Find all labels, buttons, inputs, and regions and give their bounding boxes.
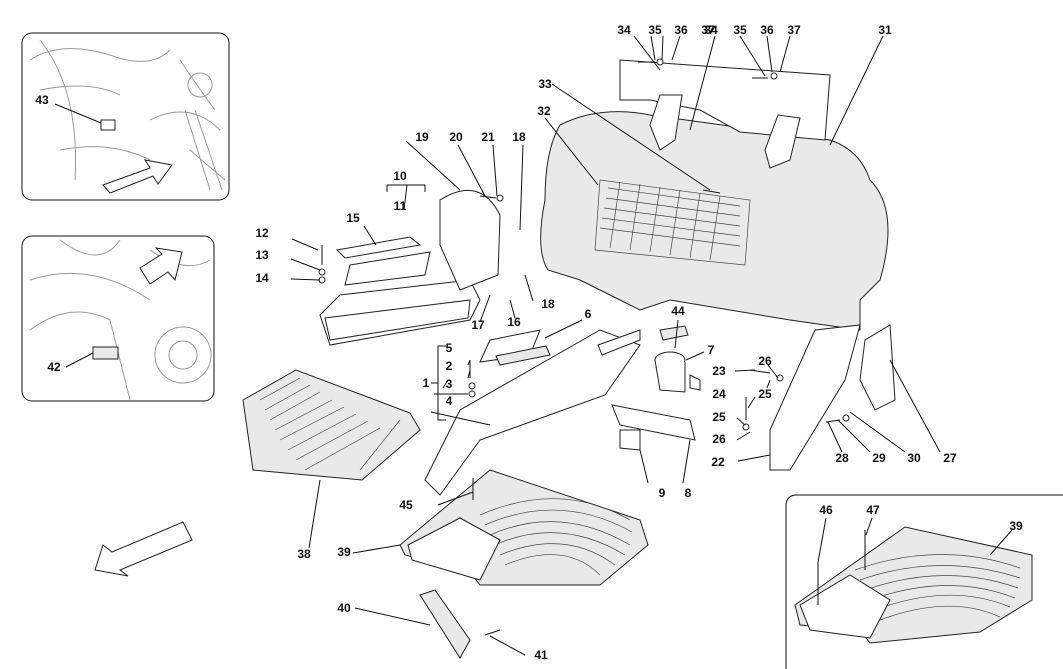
callout-39-inset: 39 (1009, 519, 1023, 533)
callout-25-right: 25 (758, 387, 772, 401)
callout-33: 33 (538, 77, 552, 91)
callout-18-top: 18 (512, 130, 526, 144)
callout-43: 43 (35, 93, 49, 107)
arrow-icon (139, 247, 183, 285)
callout-12: 12 (255, 226, 269, 240)
callout-34-right: 34 (704, 23, 718, 37)
badge-43 (100, 119, 116, 131)
tunnel-console (424, 329, 641, 496)
callout-5: 5 (446, 341, 453, 355)
callout-27: 27 (943, 451, 957, 465)
callout-14: 14 (255, 271, 269, 285)
callout-36-left: 36 (674, 23, 688, 37)
callout-16: 16 (507, 315, 521, 329)
callout-37-left: 37 (701, 23, 715, 37)
inset-bottom-right (785, 494, 1063, 669)
callout-4: 4 (446, 394, 453, 408)
inset-top-left (21, 32, 230, 201)
kick-panel-parts (611, 324, 896, 471)
callout-35-left: 35 (648, 23, 662, 37)
callout-18-bottom: 18 (541, 297, 555, 311)
callout-15: 15 (346, 211, 360, 225)
callout-32: 32 (537, 104, 551, 118)
callout-8: 8 (685, 486, 692, 500)
heel-pad (419, 589, 471, 659)
arrow-icon (94, 521, 193, 577)
callout-31: 31 (878, 23, 892, 37)
leader-lines (54, 35, 1013, 656)
callout-30: 30 (907, 451, 921, 465)
badge-42 (92, 346, 119, 360)
fuel-cap-unit (654, 325, 701, 393)
callout-1: 1 (423, 376, 430, 390)
callout-28: 28 (835, 451, 849, 465)
rear-wall-panel (540, 59, 889, 331)
callout-38: 38 (297, 547, 311, 561)
callout-2: 2 (446, 359, 453, 373)
callout-45: 45 (399, 498, 413, 512)
callout-3: 3 (446, 377, 453, 391)
callout-23: 23 (712, 364, 726, 378)
callout-17: 17 (471, 318, 485, 332)
callout-46: 46 (819, 503, 833, 517)
callout-41: 41 (534, 648, 548, 662)
callout-numbers: 1 2 3 4 5 6 7 8 9 10 11 12 13 14 15 16 1… (35, 23, 1023, 662)
callout-40: 40 (337, 601, 351, 615)
callout-37-right: 37 (787, 23, 801, 37)
callout-35-right: 35 (733, 23, 747, 37)
callout-29: 29 (872, 451, 886, 465)
direction-arrow (94, 521, 193, 577)
floor-mat-center (399, 469, 649, 586)
side-storage-tray (319, 189, 501, 346)
callout-20: 20 (449, 130, 463, 144)
callout-26-bottom: 26 (712, 432, 726, 446)
inset-mid-left (21, 235, 215, 402)
callout-26-top: 26 (758, 354, 772, 368)
callout-25-left: 25 (712, 410, 726, 424)
callout-9: 9 (659, 486, 666, 500)
callout-7: 7 (708, 343, 715, 357)
callout-36-right: 36 (760, 23, 774, 37)
callout-19: 19 (415, 130, 429, 144)
callout-13: 13 (255, 248, 269, 262)
callout-21: 21 (481, 130, 495, 144)
callout-42: 42 (47, 360, 61, 374)
callout-6: 6 (585, 307, 592, 321)
callout-44: 44 (671, 304, 685, 318)
callout-34-left: 34 (617, 23, 631, 37)
callout-24: 24 (712, 387, 726, 401)
callout-22: 22 (711, 455, 725, 469)
callout-39: 39 (337, 545, 351, 559)
floor-mat-left (242, 369, 421, 481)
callout-11: 11 (394, 199, 407, 213)
callout-47: 47 (866, 503, 880, 517)
callout-10: 10 (393, 169, 407, 183)
arrow-icon (102, 159, 173, 194)
